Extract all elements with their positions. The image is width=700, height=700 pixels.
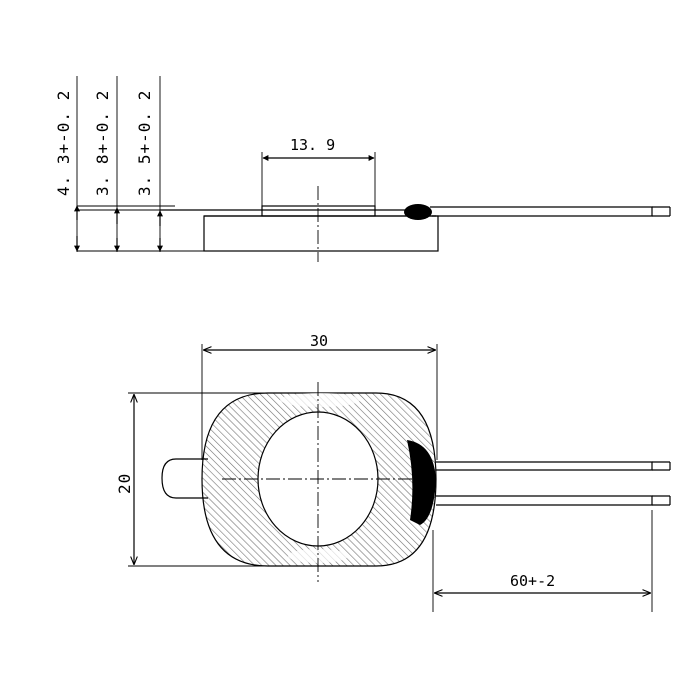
dim-label-60: 60+-2	[510, 572, 555, 590]
ring-band-top	[280, 393, 360, 407]
dim-label-20: 20	[115, 473, 134, 494]
side-view: 4. 3+-0. 2 3. 8+-0. 2 3. 5+-0. 2 13. 9	[54, 76, 671, 262]
speaker-body-side	[203, 215, 439, 252]
lead-wire-side	[430, 206, 653, 217]
ring-band-bottom	[288, 549, 348, 563]
dim-label-3-5: 3. 5+-0. 2	[135, 90, 154, 196]
solder-pad-front	[407, 440, 436, 525]
left-tab	[161, 458, 208, 499]
lead-wire-lower	[436, 495, 653, 506]
lead-wire-upper	[436, 461, 653, 471]
solder-joint-side	[404, 204, 432, 220]
dim-label-4-3: 4. 3+-0. 2	[54, 90, 73, 196]
front-view: 30 20 60+-2	[115, 332, 671, 612]
dim-label-30: 30	[310, 332, 328, 350]
dim-label-3-8: 3. 8+-0. 2	[93, 90, 112, 196]
dim-label-13-9: 13. 9	[290, 136, 335, 154]
speaker-top-dome	[261, 205, 376, 217]
